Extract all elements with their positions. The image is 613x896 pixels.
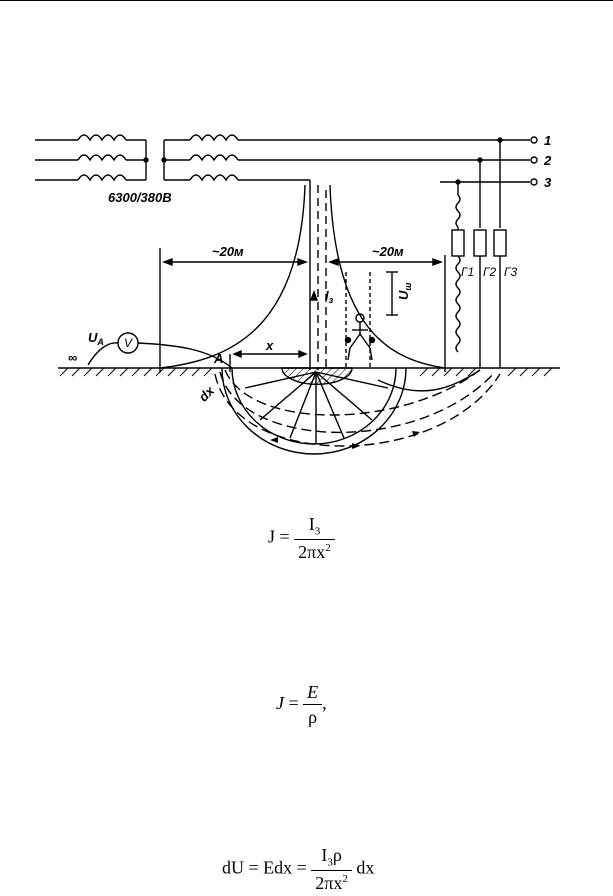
load-g2-label: Г2 (483, 265, 497, 279)
step-voltage-label: Uш (396, 283, 413, 300)
formula-2-eq: = (289, 693, 299, 713)
voltmeter-symbol: V (124, 336, 133, 350)
transformer-primary (35, 135, 146, 180)
phase-2-label: 2 (543, 153, 552, 168)
formula-2-tail: , (322, 693, 327, 713)
formula-1-den-sup: 2 (325, 542, 331, 554)
distance-left-label: ~20м (212, 244, 244, 259)
formula-ohm-law: J = E ρ , (276, 682, 327, 728)
grounding-diagram: 6300/380В 1 2 3 Г1 Г2 Г3 ~20м ~20м V UA … (0, 0, 613, 470)
formula-1-fraction: I3 2πx2 (294, 514, 335, 563)
formula-2-num: E (303, 682, 322, 705)
transformer-ratio-label: 6300/380В (108, 190, 172, 205)
phase-1-label: 1 (544, 133, 551, 148)
formula-voltage-differential: dU = Edx = I3ρ 2πx2 dx (222, 845, 374, 894)
formula-3-den-sup: 2 (342, 873, 348, 885)
phase-3-label: 3 (544, 175, 552, 190)
current-label: Iз (325, 288, 334, 305)
formula-2-den: ρ (303, 705, 322, 728)
formula-2-fraction: E ρ (303, 682, 322, 728)
x-label: x (265, 338, 274, 353)
formula-3-den: 2πx (315, 873, 342, 893)
formula-3-lhs: dU = Edx = (222, 857, 307, 877)
formula-2-lhs: J (276, 693, 284, 713)
distance-right-label: ~20м (372, 244, 404, 259)
transformer-secondary (164, 135, 238, 180)
dx-label: dx (196, 383, 218, 405)
formula-1-den: 2πx (298, 542, 325, 562)
load-g3-label: Г3 (504, 265, 518, 279)
formula-3-fraction: I3ρ 2πx2 (311, 845, 352, 894)
formula-3-tail: dx (356, 857, 374, 877)
infinity-label: ∞ (68, 350, 77, 365)
formula-1-num-sub: 3 (315, 526, 321, 538)
load-g1-label: Г1 (461, 265, 474, 279)
formula-1-eq: = (280, 526, 290, 546)
point-a-label: A (213, 351, 223, 366)
ua-label: UA (88, 330, 104, 347)
formula-1-lhs: J (268, 526, 275, 546)
formula-current-density: J = I3 2πx2 (268, 514, 335, 563)
formula-3-num-tail: ρ (333, 845, 342, 865)
